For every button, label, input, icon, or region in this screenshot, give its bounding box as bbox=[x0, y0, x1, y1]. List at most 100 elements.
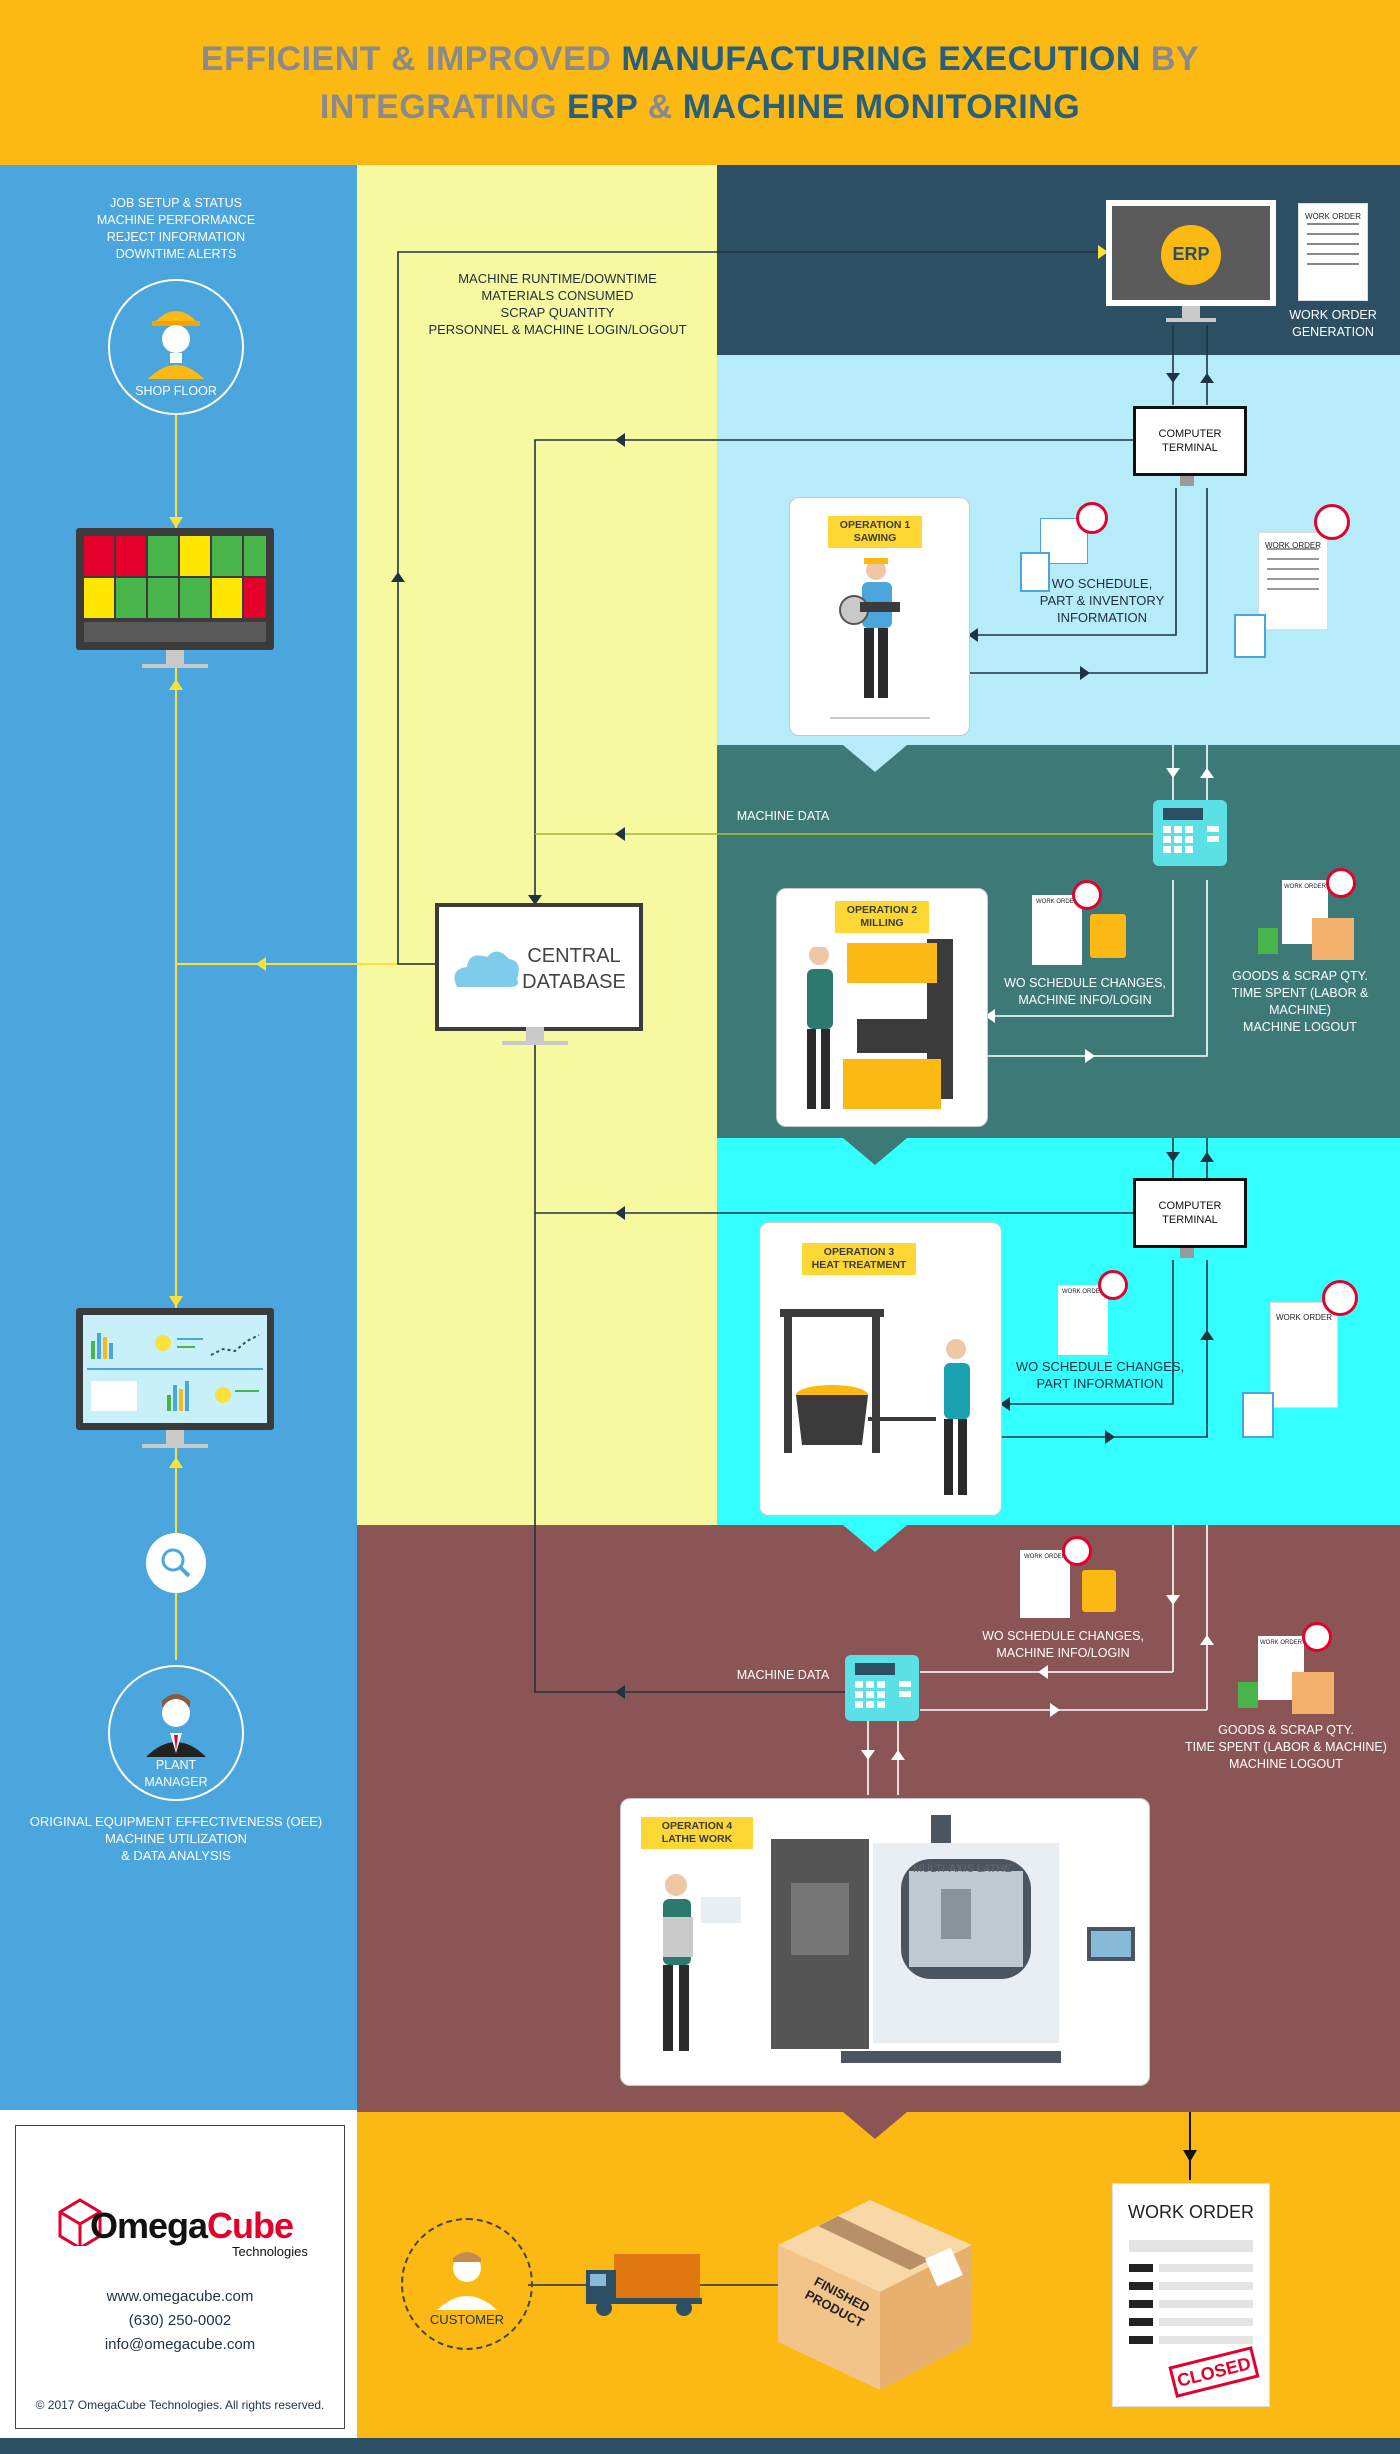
page-title-line1: EFFICIENT & IMPROVED MANUFACTURING EXECU… bbox=[200, 40, 1200, 78]
erp-monitor-stand bbox=[1182, 306, 1200, 318]
erp-badge bbox=[1161, 225, 1221, 285]
plant-manager-list: ORIGINAL EQUIPMENT EFFECTIVENESS (OEE) M… bbox=[29, 1814, 323, 1863]
company-phone[interactable]: (630) 250-0002 bbox=[128, 2312, 232, 2329]
work-order-doc-op1: WORK ORDER bbox=[1258, 532, 1328, 630]
cloud-icon bbox=[454, 951, 519, 987]
box-icon bbox=[1312, 918, 1354, 960]
machine-data-label-2: MACHINE DATA bbox=[736, 1668, 830, 1682]
customer-label: CUSTOMER bbox=[429, 2312, 505, 2327]
closed-work-order-title: WORK ORDER bbox=[1128, 2202, 1254, 2222]
clipboard-icon bbox=[1242, 1392, 1274, 1438]
company-card: OmegaCube Technologies www.omegacube.com… bbox=[15, 2125, 345, 2429]
worker-icon bbox=[148, 311, 204, 379]
work-order-doc-op3b: WORK ORDER bbox=[1270, 1302, 1338, 1408]
stopwatch-icon bbox=[1322, 1280, 1358, 1316]
clipboard-icon bbox=[1234, 614, 1266, 658]
shop-floor-label: SHOP FLOOR bbox=[135, 384, 217, 398]
closed-work-order: WORK ORDER CLOSED bbox=[1112, 2183, 1270, 2407]
stopwatch-icon bbox=[1062, 1536, 1092, 1566]
work-order-doc-op2a: WORK ORDER bbox=[1032, 895, 1082, 965]
work-order-lines bbox=[1129, 2240, 1253, 2344]
operation-4-info: WO SCHEDULE CHANGES,MACHINE INFO/LOGIN bbox=[982, 1629, 1144, 1660]
status-monitor-stand bbox=[166, 650, 184, 664]
work-order-doc-op4a: WORK ORDER bbox=[1020, 1550, 1070, 1618]
page-title-line2: INTEGRATING ERP & MACHINE MONITORING bbox=[319, 88, 1081, 126]
operation-2-goods: GOODS & SCRAP QTY.TIME SPENT (LABOR & MA… bbox=[1231, 969, 1369, 1034]
milling-worker-illustration bbox=[807, 939, 953, 1109]
heat-treatment-illustration bbox=[780, 1309, 970, 1495]
status-monitor-base bbox=[142, 664, 208, 668]
sawing-worker-illustration bbox=[830, 558, 930, 719]
terminal-1-stand bbox=[1180, 476, 1194, 486]
shop-floor-list: JOB SETUP & STATUS MACHINE PERFORMANCE R… bbox=[96, 196, 256, 261]
operation-4-goods: GOODS & SCRAP QTY.TIME SPENT (LABOR & MA… bbox=[1185, 1723, 1387, 1771]
central-db-stand bbox=[526, 1027, 544, 1041]
analytics-charts bbox=[87, 1333, 263, 1411]
header-banner bbox=[0, 0, 1400, 165]
customer-avatar: CUSTOMER bbox=[401, 2218, 533, 2350]
company-email[interactable]: info@omegacube.com bbox=[104, 2336, 256, 2353]
shop-floor-avatar: SHOP FLOOR bbox=[108, 279, 244, 415]
stopwatch-icon bbox=[1076, 502, 1108, 534]
central-db-base bbox=[502, 1041, 568, 1045]
status-grid bbox=[84, 536, 266, 642]
analytics-monitor-stand bbox=[166, 1430, 184, 1444]
stopwatch-icon bbox=[1302, 1622, 1332, 1652]
lathe-illustration bbox=[663, 1815, 1135, 2063]
company-logo-sub: Technologies bbox=[232, 2244, 308, 2259]
machine-data-label-1: MACHINE DATA bbox=[736, 809, 830, 823]
customer-icon bbox=[437, 2252, 497, 2310]
stopwatch-icon bbox=[1314, 504, 1350, 540]
work-order-doc-op3a: WORK ORDER bbox=[1058, 1285, 1108, 1355]
copyright: © 2017 OmegaCube Technologies. All right… bbox=[35, 2398, 325, 2412]
machine-icon bbox=[1082, 1570, 1116, 1612]
operation-3-info: WO SCHEDULE CHANGES,PART INFORMATION bbox=[1015, 1359, 1185, 1391]
erp-monitor: ERP bbox=[1106, 200, 1276, 306]
work-order-doc-erp: WORK ORDER bbox=[1298, 203, 1368, 301]
stopwatch-icon bbox=[1072, 880, 1102, 910]
operation-2-info: WO SCHEDULE CHANGES,MACHINE INFO/LOGIN bbox=[1004, 976, 1166, 1007]
status-monitor bbox=[76, 528, 274, 650]
erp-label: ERP bbox=[1172, 244, 1210, 264]
stopwatch-icon bbox=[1326, 868, 1356, 898]
bottom-strip bbox=[0, 2438, 1400, 2454]
analytics-screen bbox=[83, 1315, 267, 1423]
company-logo: OmegaCube bbox=[90, 2205, 294, 2246]
machine-icon bbox=[1090, 914, 1126, 958]
analytics-monitor bbox=[76, 1308, 274, 1430]
analytics-monitor-base bbox=[142, 1444, 208, 1448]
erp-band bbox=[717, 165, 1400, 355]
search-icon bbox=[146, 1533, 206, 1593]
stopwatch-icon bbox=[1098, 1270, 1128, 1300]
data-collector-1 bbox=[1153, 800, 1227, 866]
clipboard-icon bbox=[1020, 552, 1050, 592]
data-collector-2 bbox=[845, 1655, 919, 1721]
lathe-label: MULTI-AXIS LATHE bbox=[913, 1863, 1012, 1875]
recycle-bin-icon bbox=[1238, 1682, 1258, 1708]
box-icon bbox=[1292, 1672, 1334, 1714]
company-website[interactable]: www.omegacube.com bbox=[106, 2288, 254, 2305]
erp-monitor-base bbox=[1166, 318, 1216, 322]
terminal-2-stand bbox=[1180, 1248, 1194, 1258]
to-erp-list: MACHINE RUNTIME/DOWNTIME MATERIALS CONSU… bbox=[428, 271, 687, 337]
cube-logo-icon bbox=[58, 2198, 102, 2246]
manager-icon bbox=[146, 1694, 206, 1757]
